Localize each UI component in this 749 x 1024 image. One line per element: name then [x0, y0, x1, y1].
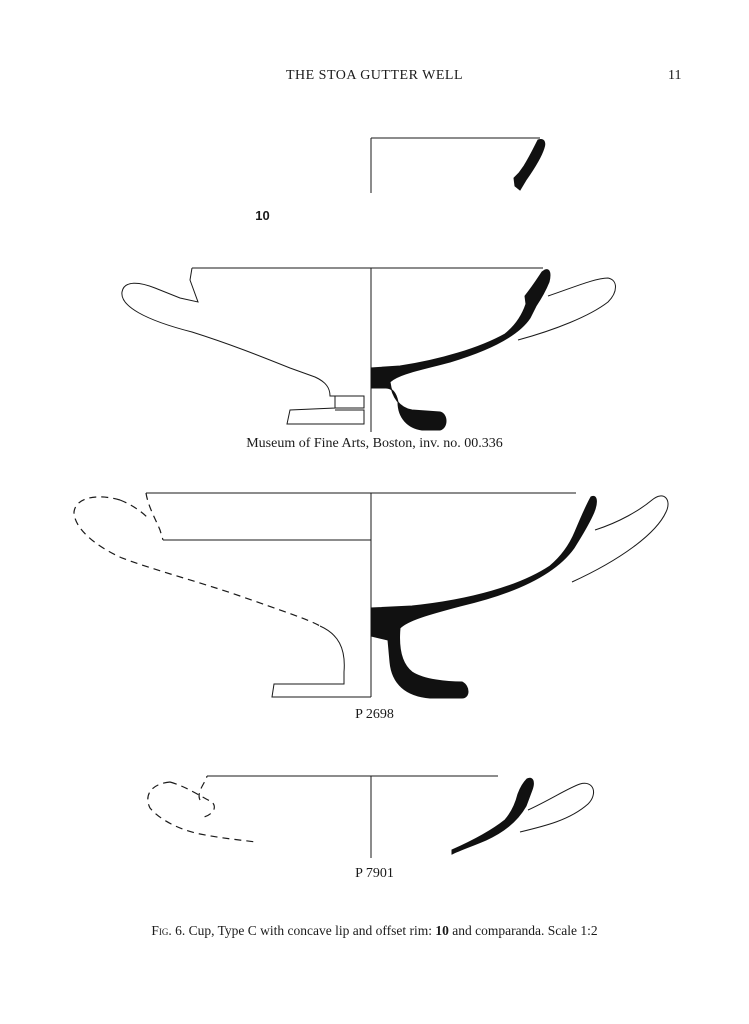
- profile-boston-cup: [121, 267, 616, 432]
- figure-label-p2698: P 2698: [355, 707, 394, 722]
- figure-label-boston: Museum of Fine Arts, Boston, inv. no. 00…: [246, 436, 503, 451]
- profile-p7901: [147, 775, 595, 858]
- profile-10: [370, 137, 546, 193]
- figure-label-p7901: P 7901: [355, 866, 394, 881]
- figure-caption: Fig. 6. Cup, Type C with concave lip and…: [0, 923, 749, 939]
- caption-bold-number: 10: [435, 923, 449, 938]
- running-head: THE STOA GUTTER WELL: [285, 68, 464, 83]
- figure-label-10: 10: [255, 208, 270, 223]
- profile-p2698: [73, 492, 669, 699]
- caption-fig-rest: . 6. Cup, Type C with concave lip and of…: [168, 923, 436, 938]
- caption-fig-prefix: Fig: [151, 923, 169, 938]
- page-number: 11: [668, 68, 682, 83]
- caption-tail: and comparanda. Scale 1:2: [448, 923, 598, 938]
